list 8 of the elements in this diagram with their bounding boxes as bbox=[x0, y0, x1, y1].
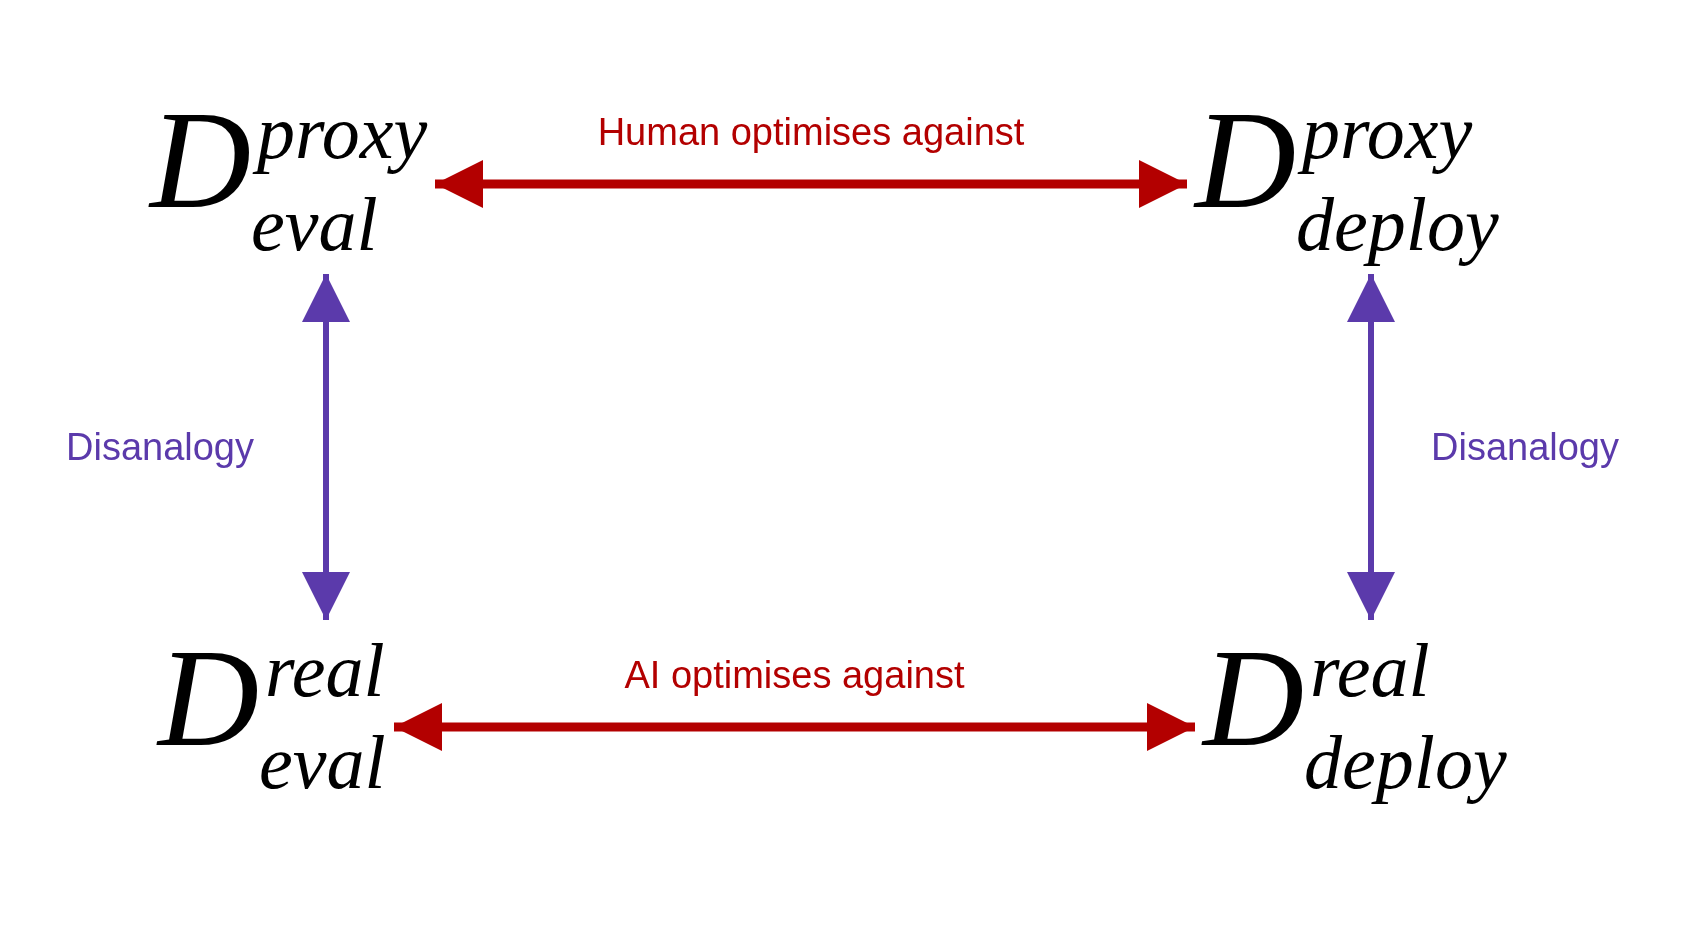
double-arrow bbox=[435, 160, 1187, 208]
edge-label: Disanalogy bbox=[1431, 428, 1619, 466]
edge-label: Human optimises against bbox=[597, 113, 1025, 151]
double-arrow bbox=[1347, 274, 1395, 620]
edge-label: AI optimises against bbox=[624, 656, 965, 694]
double-arrow bbox=[394, 703, 1195, 751]
edge-label: Disanalogy bbox=[66, 428, 254, 466]
double-arrow bbox=[302, 274, 350, 620]
